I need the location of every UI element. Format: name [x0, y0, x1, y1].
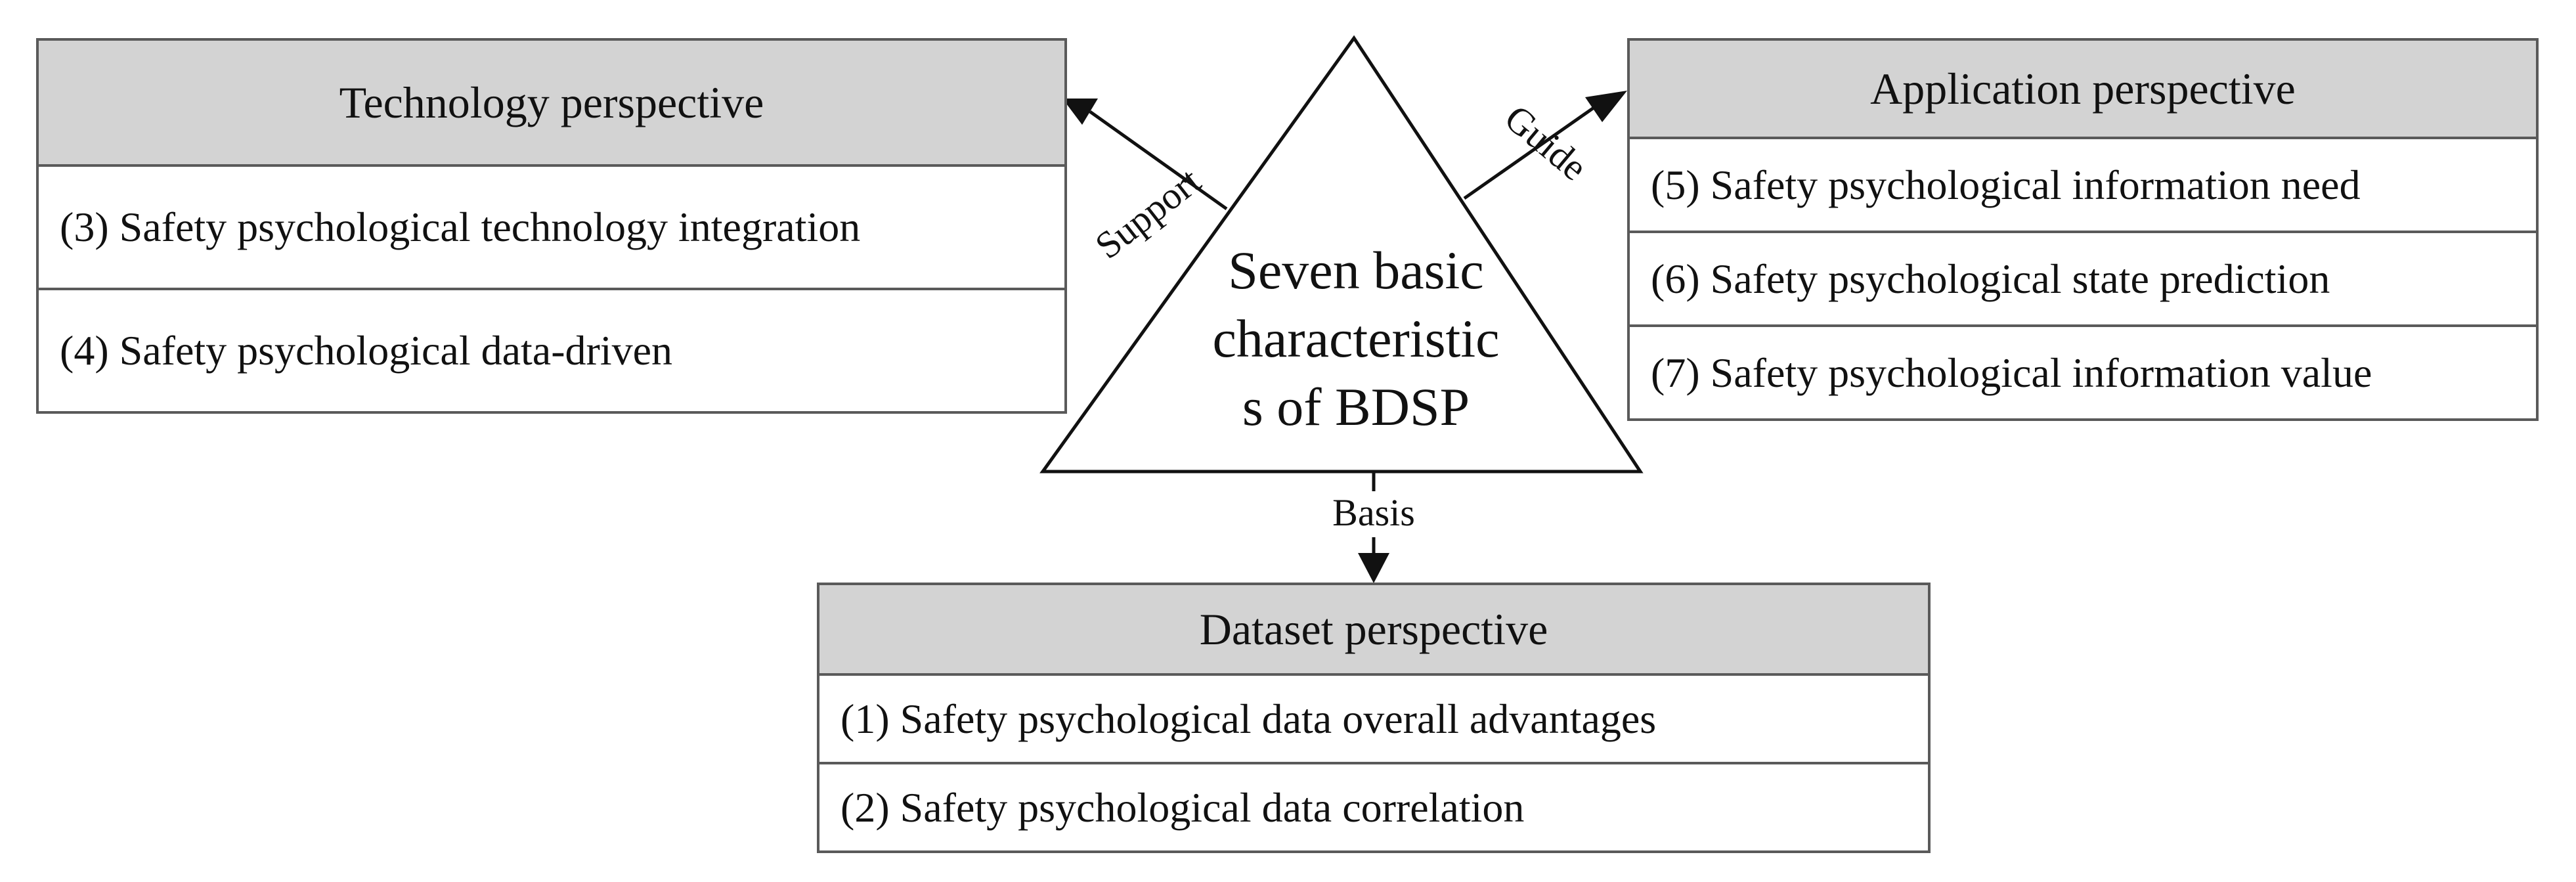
center-triangle — [1039, 35, 1644, 474]
dataset-item: (1) Safety psychological data overall ad… — [819, 676, 1928, 764]
application-perspective-panel: Application perspective (5) Safety psych… — [1627, 38, 2539, 421]
center-title-line-3: s of BDSP — [1242, 377, 1470, 437]
guide-arrow-line — [1463, 104, 1597, 200]
basis-label: Basis — [1332, 491, 1415, 534]
guide-label: Guide — [1496, 97, 1595, 189]
technology-item: (4) Safety psychological data-driven — [60, 327, 672, 374]
application-item: (6) Safety psychological state predictio… — [1630, 233, 2536, 327]
center-title: Seven basic characteristic s of BDSP — [1129, 236, 1583, 441]
dataset-perspective-title: Dataset perspective — [819, 585, 1928, 676]
technology-item: (3) Safety psychological technology inte… — [39, 167, 1064, 290]
application-perspective-title: Application perspective — [1630, 41, 2536, 139]
center-title-line-2: characteristic — [1212, 309, 1500, 368]
support-arrowhead — [1062, 99, 1098, 125]
technology-perspective-title: Technology perspective — [39, 41, 1064, 167]
application-item: (5) Safety psychological information nee… — [1630, 139, 2536, 233]
dataset-item: (2) Safety psychological data correlatio… — [840, 783, 1525, 831]
guide-arrowhead — [1585, 91, 1627, 122]
center-title-line-1: Seven basic — [1228, 240, 1484, 300]
dataset-perspective-panel: Dataset perspective (1) Safety psycholog… — [817, 583, 1931, 853]
support-arrow-line — [1089, 110, 1228, 211]
technology-perspective-panel: Technology perspective (3) Safety psycho… — [36, 38, 1067, 414]
basis-arrowhead — [1358, 553, 1389, 583]
application-item: (7) Safety psychological information val… — [1651, 349, 2372, 396]
